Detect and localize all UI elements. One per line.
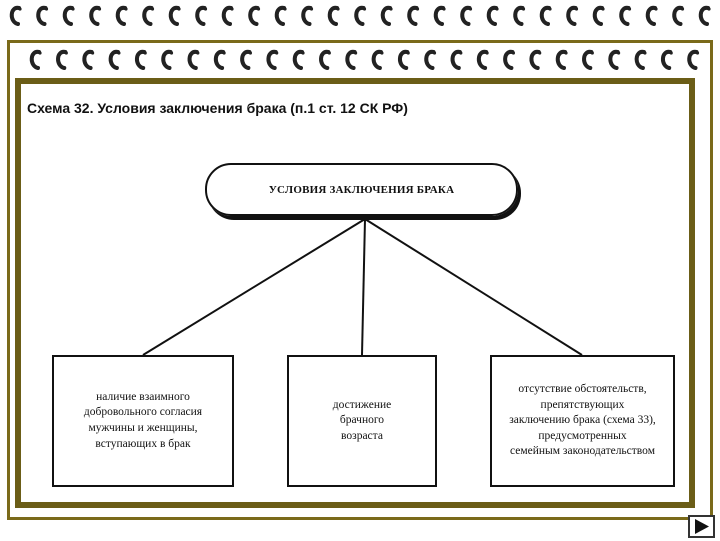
root-node: УСЛОВИЯ ЗАКЛЮЧЕНИЯ БРАКА bbox=[205, 163, 518, 216]
child-node-obstacles-label: отсутствие обстоятельств, препятствующих… bbox=[503, 382, 662, 460]
child-node-age: достижение брачного возраста bbox=[287, 355, 437, 487]
connector-middle bbox=[362, 219, 365, 355]
next-slide-button[interactable] bbox=[688, 515, 715, 538]
root-node-label: УСЛОВИЯ ЗАКЛЮЧЕНИЯ БРАКА bbox=[269, 184, 454, 196]
connector-left bbox=[143, 219, 365, 355]
child-node-obstacles: отсутствие обстоятельств, препятствующих… bbox=[490, 355, 675, 487]
child-node-consent-label: наличие взаимного добровольного согласия… bbox=[78, 390, 208, 452]
play-triangle-icon bbox=[690, 517, 713, 536]
child-node-age-label: достижение брачного возраста bbox=[327, 398, 397, 445]
child-node-consent: наличие взаимного добровольного согласия… bbox=[52, 355, 234, 487]
connector-right bbox=[365, 219, 582, 355]
